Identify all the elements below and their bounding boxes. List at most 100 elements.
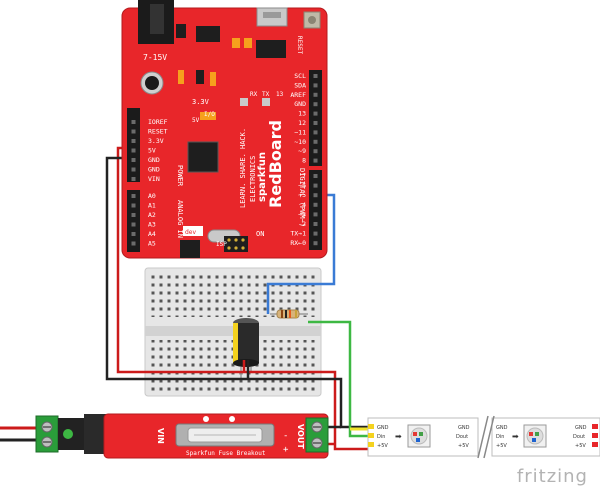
pin-label-3: 5V (148, 147, 156, 155)
power-pin-hole[interactable] (131, 139, 136, 143)
analog-pin-hole[interactable] (131, 222, 136, 227)
screw-terminal-output (305, 417, 329, 453)
led-strip: GND Din +5V ➡ GND Dout +5V GND Din +5V ➡ (367, 415, 600, 459)
digital-pin-hole[interactable] (313, 241, 318, 246)
analog-pin-hole[interactable] (131, 194, 136, 198)
fuse-holder (175, 423, 275, 447)
seg2-out-gnd: GND (575, 425, 587, 431)
pin-label-4: GND (148, 156, 160, 164)
strip-segment-2: GND Din +5V ➡ GND Dout +5V (496, 424, 598, 449)
digital-pin-hole[interactable] (313, 222, 318, 226)
analog-pin-label-4: A4 (148, 230, 156, 238)
barrel-jack-input (58, 414, 106, 454)
digital-pin-hole[interactable] (313, 174, 318, 178)
icsp-label: ISP (216, 241, 227, 248)
tx-label: TX (262, 91, 270, 98)
digital-label: DIGITAL (PWM~) (298, 168, 306, 227)
seg2-din: Din (496, 434, 504, 440)
digital-pin-hole[interactable] (313, 102, 318, 107)
analog-pin-hole[interactable] (131, 232, 136, 236)
fuse-plus: + (283, 445, 289, 455)
analog-pin-label-0: A0 (148, 192, 156, 200)
digital-pin-label-bottom-7: RX←0 (290, 239, 306, 247)
power-pin-hole[interactable] (131, 177, 136, 181)
header-analog (127, 190, 140, 252)
header-digital-bottom (309, 170, 322, 250)
arrow-icon: ➡ (512, 432, 519, 441)
on-label: ON (256, 230, 264, 238)
digital-pin-label-top-4: 13 (298, 110, 306, 118)
digital-pin-hole[interactable] (313, 83, 318, 88)
microcontroller (187, 141, 219, 173)
analog-pin-hole[interactable] (131, 203, 136, 208)
power-pin-hole[interactable] (131, 120, 136, 124)
digital-pin-hole[interactable] (313, 149, 318, 154)
digital-pin-label-top-7: ~10 (294, 138, 306, 146)
seg2-out-5v: +5V (575, 443, 586, 449)
digital-pin-label-top-1: SDA (294, 81, 306, 89)
power-pin-hole[interactable] (131, 167, 136, 172)
seg2-gnd: GND (496, 425, 508, 431)
voltage-label: 7-15V (143, 53, 167, 62)
digital-pin-label-top-3: GND (294, 100, 306, 108)
digital-pin-labels: SCLSDAAREFGND1312~11~10~987~6~54~32TX→1R… (290, 72, 306, 247)
reset-label: RESET (296, 36, 303, 54)
redboard: 7-15V RESET 3.3V 5V I/O RX TX 13 (121, 0, 328, 259)
brand-main: RedBoard (266, 120, 285, 208)
rx-label: RX (250, 91, 258, 98)
digital-pin-hole[interactable] (313, 74, 318, 78)
seg1-din: Din (377, 434, 385, 440)
digital-pin-hole[interactable] (313, 92, 318, 97)
analog-label: ANALOG IN (176, 200, 184, 238)
digital-pin-label-top-0: SCL (294, 72, 306, 80)
digital-pin-hole[interactable] (313, 212, 318, 217)
brand-top: sparkfun (257, 152, 268, 202)
digital-pin-label-bottom-3: 4 (302, 201, 306, 209)
fuse-vin-label: VIN (156, 428, 165, 444)
fuse-vout-label: VOUT (296, 424, 305, 449)
digital-pin-label-bottom-0: 7 (302, 172, 306, 180)
header-holes (131, 74, 318, 246)
digital-pin-hole[interactable] (313, 231, 318, 236)
digital-pin-hole[interactable] (313, 158, 318, 163)
brand-tag: LEARN. SHARE. HACK. (239, 128, 247, 208)
power-pin-hole[interactable] (131, 158, 136, 162)
seg1-out-5v: +5V (458, 443, 469, 449)
ws2812-led-1 (407, 424, 431, 448)
digital-pin-hole[interactable] (313, 202, 318, 207)
v33-label: 3.3V (192, 98, 210, 106)
analog-pin-hole[interactable] (131, 241, 136, 246)
digital-pin-hole[interactable] (313, 193, 318, 198)
seg1-dout: Dout (456, 434, 468, 440)
pin-label-0: IOREF (148, 118, 168, 126)
pin-label-6: VIN (148, 175, 160, 183)
seg1-5v: +5V (377, 443, 388, 449)
digital-pin-label-bottom-6: TX→1 (290, 230, 306, 238)
digital-pin-label-top-2: AREF (290, 91, 306, 99)
power-pin-hole[interactable] (131, 129, 136, 134)
digital-pin-hole[interactable] (313, 139, 318, 144)
screw-terminal-input (35, 415, 59, 453)
fuse-minus: - (283, 431, 288, 441)
analog-pin-label-3: A3 (148, 221, 156, 229)
io-label: I/O (204, 111, 215, 118)
digital-pin-label-bottom-2: ~5 (298, 191, 306, 199)
pin-label-5: GND (148, 166, 160, 174)
digital-pin-label-bottom-1: ~6 (298, 182, 306, 190)
l13-label: 13 (276, 91, 284, 98)
header-digital-top (309, 70, 322, 166)
analog-pin-hole[interactable] (131, 213, 136, 217)
capacitor (233, 318, 259, 380)
digital-pin-hole[interactable] (313, 130, 318, 135)
resistor (270, 309, 308, 319)
digital-pin-hole[interactable] (313, 111, 318, 116)
input-leads (0, 426, 38, 442)
digital-pin-label-top-5: 12 (298, 119, 306, 127)
digital-pin-hole[interactable] (313, 183, 318, 188)
pin-label-2: 3.3V (148, 137, 164, 145)
digital-pin-hole[interactable] (313, 121, 318, 125)
power-pin-hole[interactable] (131, 148, 136, 153)
